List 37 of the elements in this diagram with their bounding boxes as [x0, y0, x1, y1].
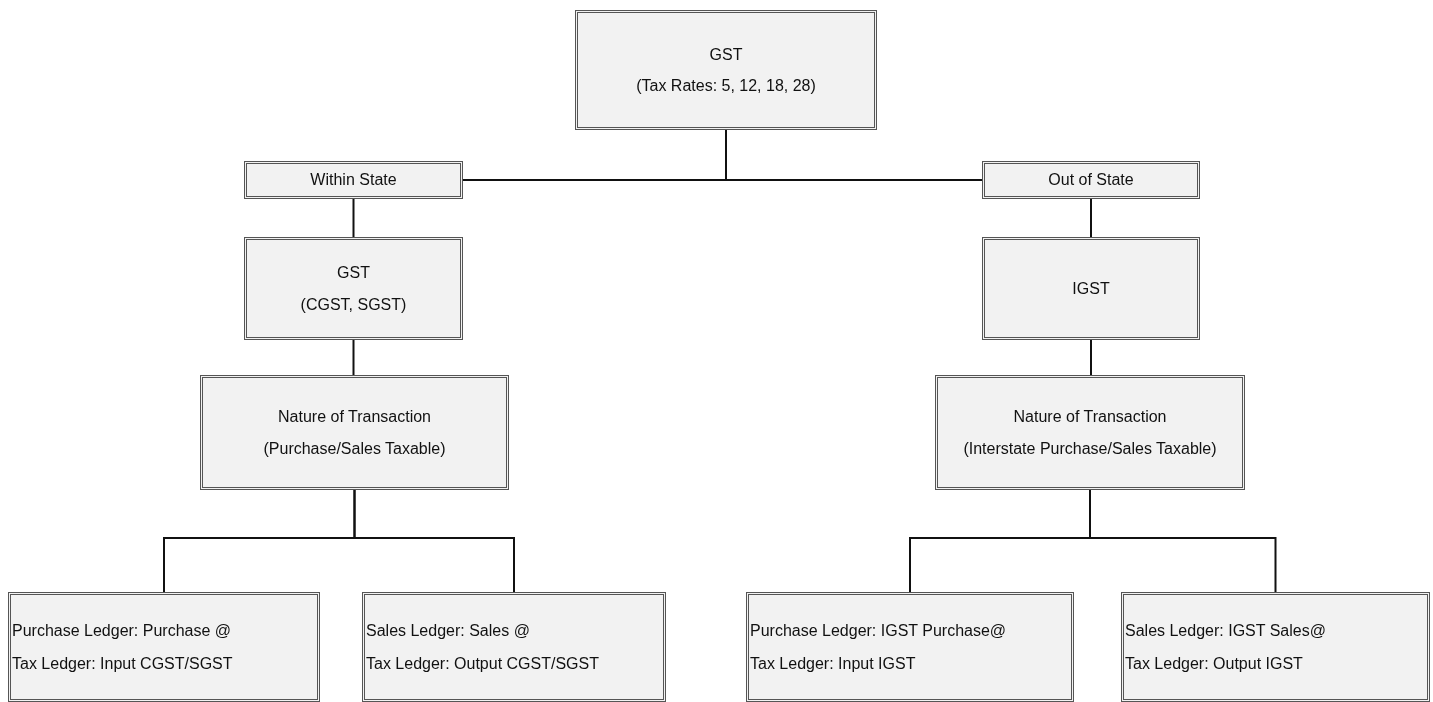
box-text: GST — [337, 263, 370, 283]
box-text: Tax Ledger: Output CGST/SGST — [366, 654, 599, 674]
box-text: Nature of Transaction — [278, 407, 431, 427]
box-text: Purchase Ledger: IGST Purchase@ — [750, 621, 1007, 641]
process-box — [244, 161, 463, 199]
box-text: Tax Ledger: Input IGST — [750, 654, 916, 674]
box-text: GST — [709, 44, 743, 64]
box-text: (CGST, SGST) — [300, 294, 407, 314]
box-text: Out of State — [1048, 170, 1134, 190]
box-text: Nature of Transaction — [1013, 407, 1167, 427]
box-text: Tax Ledger: Output IGST — [1125, 654, 1303, 674]
box-text: (Tax Rates: 5, 12, 18, 28) — [636, 76, 816, 96]
box-text: (Purchase/Sales Taxable) — [263, 438, 446, 458]
box-text: Purchase Ledger: Purchase @ — [12, 621, 232, 641]
connector-line — [1090, 198, 1092, 238]
process-box — [575, 10, 877, 130]
box-text: Within State — [310, 170, 397, 190]
process-box — [362, 592, 666, 702]
connector-line — [725, 129, 983, 181]
connector-line — [1089, 489, 1277, 593]
box-text: Sales Ledger: Sales @ — [366, 621, 530, 641]
box-text: IGST — [1072, 278, 1110, 299]
box-text: Sales Ledger: IGST Sales@ — [1125, 621, 1326, 641]
process-box — [935, 375, 1245, 490]
box-text: (Interstate Purchase/Sales Taxable) — [963, 438, 1217, 458]
box-text: Tax Ledger: Input CGST/SGST — [12, 654, 233, 674]
process-box — [244, 237, 463, 340]
process-box — [746, 592, 1074, 702]
connector-line — [352, 339, 355, 376]
process-box — [982, 161, 1200, 199]
process-box — [982, 237, 1200, 340]
process-box — [8, 592, 320, 702]
process-box — [200, 375, 509, 490]
connector-line — [352, 198, 355, 238]
connector-line — [353, 489, 515, 593]
process-box — [1121, 592, 1430, 702]
connector-line — [1090, 339, 1092, 376]
